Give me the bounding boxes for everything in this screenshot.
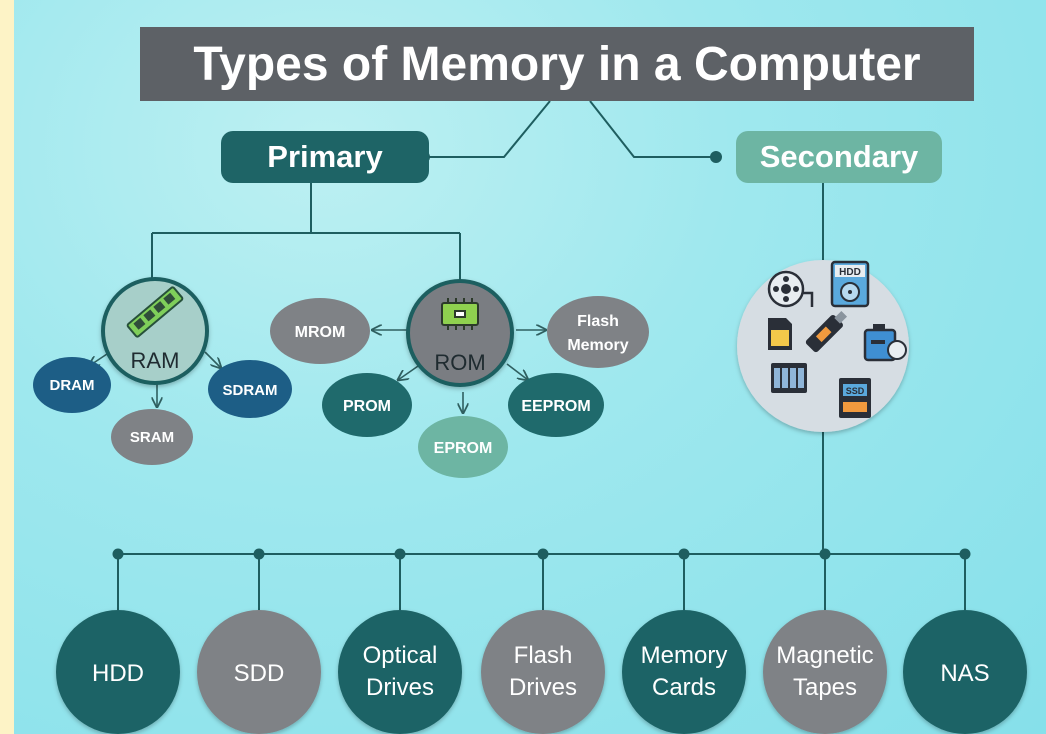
device-bus-dot	[819, 548, 831, 560]
device-bus-dot	[112, 548, 124, 560]
nas-icon	[771, 363, 807, 393]
eprom-label: EPROM	[434, 440, 493, 457]
device-label-line: NAS	[940, 660, 989, 687]
device-label-line: Drives	[366, 674, 434, 701]
sd-card-icon	[768, 318, 792, 350]
device-circle	[481, 610, 605, 734]
mrom-node: MROM	[270, 298, 370, 364]
primary-memory-pill: Primary	[221, 131, 429, 183]
diagram-canvas: RAM DRAM SRAM SDRAM	[14, 0, 1046, 734]
device-bus-dot	[394, 548, 406, 560]
prom-node: PROM	[322, 373, 412, 437]
usb-drive-icon	[805, 310, 848, 353]
hdd-icon-label: HDD	[839, 267, 861, 278]
sram-label: SRAM	[130, 429, 174, 446]
device-label-line: HDD	[92, 660, 144, 687]
flash-memory-label-line: Memory	[567, 337, 628, 354]
ram-stick-icon	[126, 286, 184, 338]
device-label-line: Tapes	[793, 674, 857, 701]
sram-node: SRAM	[111, 409, 193, 465]
secondary-memory-pill: Secondary	[736, 131, 942, 183]
page-title: Types of Memory in a Computer	[140, 27, 974, 101]
device-bus-dot	[678, 548, 690, 560]
rom-chip-icon	[441, 298, 479, 330]
ssd-icon-label: SSD	[846, 386, 865, 396]
device-bus-dot	[253, 548, 265, 560]
sdram-node: SDRAM	[208, 360, 292, 418]
device-dots	[112, 548, 971, 560]
ssd-icon: SSD	[839, 378, 871, 418]
device-bus-dot	[959, 548, 971, 560]
device-label-line: Optical	[363, 642, 438, 669]
title-connectors	[424, 100, 716, 158]
ram-label: RAM	[131, 348, 180, 373]
device-label-line: Memory	[641, 642, 728, 669]
device-bus-dot	[537, 548, 549, 560]
device-label-line: Magnetic	[776, 642, 873, 669]
rom-node: ROM	[406, 279, 514, 387]
rom-arrows	[372, 330, 546, 413]
device-drops	[117, 554, 966, 610]
ram-node: RAM	[101, 277, 209, 385]
external-drive-icon	[863, 324, 907, 362]
eeprom-node: EEPROM	[508, 373, 604, 437]
device-label-line: Cards	[652, 674, 716, 701]
device-circle	[56, 610, 180, 734]
device-circle	[763, 610, 887, 734]
eeprom-label: EEPROM	[521, 398, 590, 415]
device-circle	[903, 610, 1027, 734]
device-node: HDD	[56, 610, 180, 734]
hdd-icon: HDD	[830, 260, 870, 308]
sdram-label: SDRAM	[223, 382, 278, 399]
mrom-label: MROM	[295, 324, 346, 341]
device-label: HDD	[92, 660, 144, 687]
dram-label: DRAM	[50, 377, 95, 394]
device-label-line: Flash	[514, 642, 573, 669]
secondary-icon-cluster: HDD	[737, 260, 909, 432]
rom-label: ROM	[434, 350, 485, 375]
device-label-line: SDD	[234, 660, 285, 687]
device-circle	[622, 610, 746, 734]
prom-label: PROM	[343, 398, 391, 415]
device-node: NAS	[903, 610, 1027, 734]
eprom-node: EPROM	[418, 416, 508, 478]
connector-lines: RAM DRAM SRAM SDRAM	[33, 100, 1027, 734]
device-node: SDD	[197, 610, 321, 734]
dram-node: DRAM	[33, 357, 111, 413]
device-circle	[197, 610, 321, 734]
secondary-junction-dot	[710, 151, 722, 163]
film-reel-icon	[767, 270, 814, 308]
device-label: NAS	[940, 660, 989, 687]
device-circle	[338, 610, 462, 734]
device-label: SDD	[234, 660, 285, 687]
flash-memory-label-line: Flash	[577, 313, 619, 330]
device-label-line: Drives	[509, 674, 577, 701]
